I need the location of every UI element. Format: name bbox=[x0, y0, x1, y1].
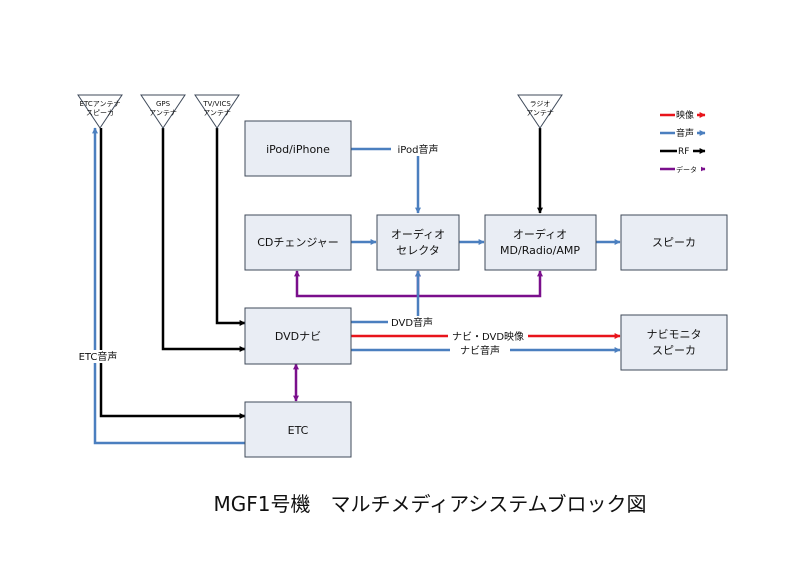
antenna-gps-icon bbox=[140, 94, 186, 129]
legend-rf-label: RF bbox=[678, 147, 689, 157]
label-navi-audio: ナビ音声 bbox=[460, 344, 500, 357]
legend: 映像 音声 RF データ bbox=[660, 109, 706, 174]
antenna-radio-label-1: ラジオ bbox=[530, 100, 551, 108]
tv-rf-line bbox=[215, 128, 246, 326]
block-audio-selector-label-1: オーディオ bbox=[391, 227, 445, 241]
antenna-tv-icon bbox=[194, 94, 240, 129]
block-etc-label: ETC bbox=[288, 424, 309, 437]
antenna-etc-label-2: スピーカ bbox=[86, 109, 114, 117]
block-speaker-label: スピーカ bbox=[652, 236, 696, 249]
antenna-etc-label-1: ETCアンテナ bbox=[80, 100, 121, 108]
ipod-audio-line bbox=[351, 147, 421, 214]
etc-audio-line bbox=[92, 127, 245, 445]
antenna-tv-label-1: TV/VICS bbox=[202, 100, 231, 108]
block-navi-monitor: ナビモニタ スピーカ bbox=[620, 314, 728, 371]
block-audio-selector: オーディオ セレクタ bbox=[376, 214, 460, 271]
block-dvd-navi-label: DVDナビ bbox=[275, 330, 321, 343]
gps-rf-line bbox=[161, 128, 246, 352]
block-navi-monitor-label-1: ナビモニタ bbox=[647, 328, 702, 341]
antenna-etc: ETCアンテナ スピーカ bbox=[77, 94, 123, 129]
diagram-title: MGF1号機 マルチメディアシステムブロック図 bbox=[214, 492, 647, 516]
label-etc-audio: ETC音声 bbox=[79, 350, 118, 363]
block-audio-amp-label-2: MD/Radio/AMP bbox=[500, 244, 580, 257]
block-dvd-navi: DVDナビ bbox=[244, 307, 352, 365]
block-audio-selector-label-2: セレクタ bbox=[396, 244, 440, 257]
connections bbox=[92, 127, 621, 445]
block-audio-amp-label-1: オーディオ bbox=[513, 227, 567, 241]
antenna-gps: GPS アンテナ bbox=[140, 94, 186, 129]
block-cd-changer: CDチェンジャー bbox=[244, 214, 352, 271]
antenna-gps-label-2: アンテナ bbox=[149, 109, 177, 117]
block-ipod-label: iPod/iPhone bbox=[266, 143, 330, 156]
antenna-etc-icon bbox=[77, 94, 123, 129]
label-ipod-audio: iPod音声 bbox=[398, 143, 439, 156]
antenna-radio-icon bbox=[517, 94, 563, 129]
antenna-radio: ラジオ アンテナ bbox=[517, 94, 563, 129]
block-navi-monitor-label-2: スピーカ bbox=[652, 344, 696, 357]
block-speaker: スピーカ bbox=[620, 214, 728, 271]
antenna-gps-label-1: GPS bbox=[156, 100, 171, 108]
antenna-tv: TV/VICS アンテナ bbox=[194, 94, 240, 129]
label-navi-video: ナビ・DVD映像 bbox=[452, 331, 524, 343]
block-audio-amp: オーディオ MD/Radio/AMP bbox=[484, 214, 597, 271]
etc-antenna-rf-line bbox=[99, 128, 246, 419]
legend-audio-label: 音声 bbox=[676, 127, 694, 139]
block-cd-changer-label: CDチェンジャー bbox=[257, 236, 339, 249]
block-ipod: iPod/iPhone bbox=[244, 120, 352, 177]
block-etc: ETC bbox=[244, 401, 352, 458]
label-dvd-audio: DVD音声 bbox=[391, 316, 433, 329]
legend-data-label: データ bbox=[676, 165, 697, 174]
legend-video-label: 映像 bbox=[676, 109, 694, 121]
antenna-tv-label-2: アンテナ bbox=[203, 109, 231, 117]
antenna-radio-label-2: アンテナ bbox=[526, 109, 554, 117]
line-labels: iPod音声 DVD音声 ナビ・DVD映像 ナビ音声 ETC音声 bbox=[68, 143, 528, 363]
